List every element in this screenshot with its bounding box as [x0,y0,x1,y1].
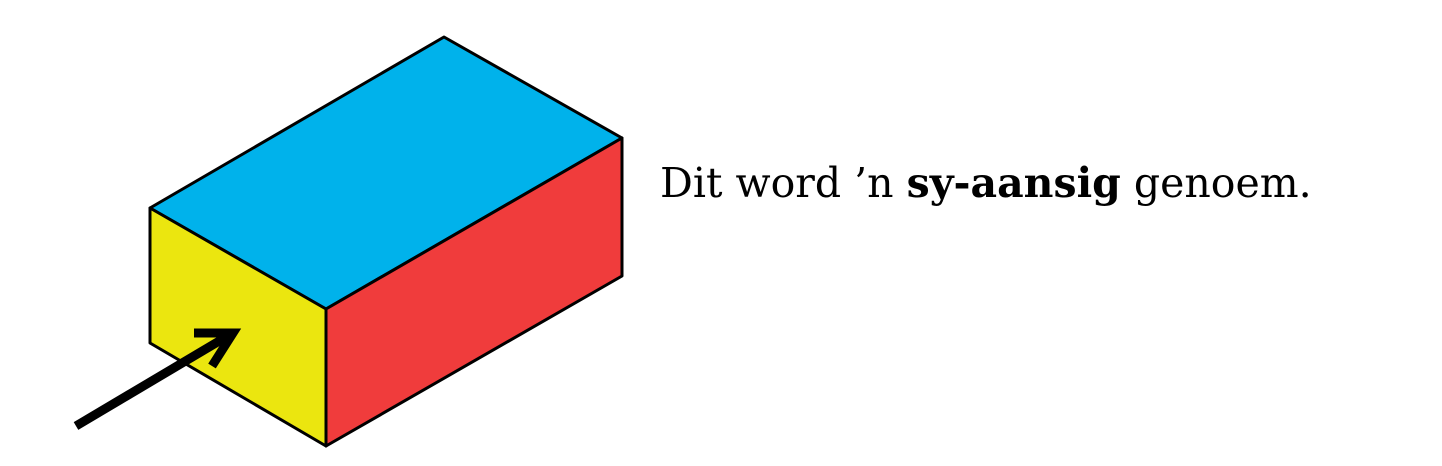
caption-text-before: Dit word ’n [660,159,907,207]
caption-text-after: genoem. [1120,159,1312,207]
arrow-shaft [73,333,229,430]
arrow-icon [73,328,242,430]
rectangular-prism-icon [148,35,624,448]
prism-front-face [148,206,328,448]
caption-term: sy-aansig [906,159,1121,207]
view-caption: Dit word ’n sy-aansig genoem. [660,152,1312,214]
arrow-head [194,328,242,369]
